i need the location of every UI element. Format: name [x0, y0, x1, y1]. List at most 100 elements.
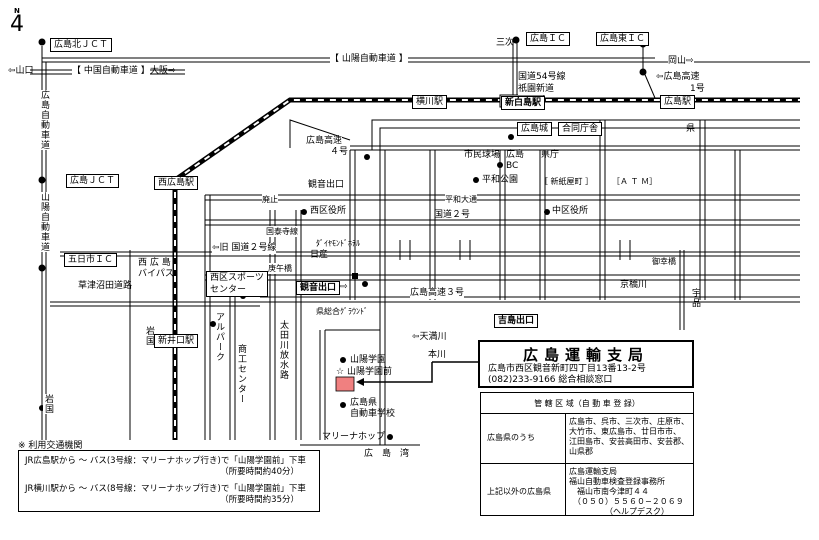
- kannon-exit-top-label: 観音出口: [308, 180, 345, 190]
- office-address: 広島市西区観音新町四丁目13番13-2号: [488, 364, 646, 374]
- to-yamaguchi-label: ⇦山口: [8, 66, 34, 76]
- hiroshima-bc2-label: BC: [506, 161, 519, 171]
- nishi-hiroshima-station-label: 西広島駅: [154, 176, 199, 190]
- chugoku-expressway-label: 【 中国自動車道 】: [72, 66, 150, 77]
- nishi-ku-sports-text: 西区スポーツ: [210, 273, 264, 283]
- jurisdiction-row2-label: 上記以外の広島県: [487, 487, 551, 496]
- hiroshima-castle-label: 広島城: [517, 122, 553, 136]
- jurisdiction-column-divider: [565, 413, 566, 515]
- route2-label: 国道２号: [434, 210, 471, 220]
- old-route2-text: 旧 国道２号線: [219, 243, 277, 253]
- godo-chosha-label: 合同庁舎: [558, 122, 603, 136]
- office-name: 広島運輸支局: [522, 346, 649, 364]
- kosoku1-label: ⇦広島高速: [656, 72, 700, 83]
- kencho-label: 県庁: [541, 150, 560, 160]
- okayama-label: 岡山: [668, 56, 687, 66]
- center-text: センター: [210, 285, 247, 295]
- hiroshima-ic-label: 広島ＩＣ: [526, 32, 571, 46]
- yoshijima-exit-label: 吉島出口: [494, 314, 539, 328]
- to-okayama-label: 岡山⇨: [668, 56, 694, 67]
- kyobashi-river-label: 京橋川: [620, 280, 648, 290]
- north-arrow-icon: 4: [10, 12, 24, 37]
- atm-label: ［Ａ Ｔ Ｍ］: [612, 177, 658, 186]
- office-pointer-arrow: [356, 378, 364, 386]
- kannon-exit-label: 観音出口: [296, 281, 341, 295]
- bypass-label-2: バイパス: [138, 269, 174, 279]
- transit-line1-time: （所要時間約40分）: [220, 467, 299, 477]
- koza-sen-label: 廃止: [262, 194, 278, 205]
- kosoku4-label: 広島高速: [306, 136, 343, 147]
- jurisdiction-header: 管 轄 区 域（自 動 車 登 録）: [534, 399, 640, 408]
- sanyo-gakuen-label: 山陽学園: [350, 355, 387, 365]
- hiroshima-kita-jct-label: 広島北ＪＣＴ: [50, 38, 113, 52]
- kosoku4-num-label: ４号: [330, 147, 349, 157]
- transit-line1: JR広島駅から ～ バス(3号線：マリーナホップ行き)で「山陽学園前」下車: [25, 456, 306, 466]
- shin-iguchi-station-label: 新井口駅: [154, 334, 199, 348]
- marina-hop-label: マリーナホップ: [322, 432, 386, 442]
- sanyo-gakuen-mae-label: ☆ 山陽学園前: [336, 367, 392, 377]
- iwakuni-label: 岩国: [144, 326, 154, 346]
- tenmagawa-text: 天満川: [419, 332, 447, 342]
- jurisdiction-divider-1: [481, 413, 693, 414]
- hiroshima-higashi-ic-label: 広島東ＩＣ: [596, 32, 650, 46]
- driving-school-label-1: 広島県: [350, 398, 378, 408]
- jr-line: [172, 97, 800, 440]
- hiroshima-bay-label: 広 島 湾: [364, 449, 410, 459]
- sanyo-expressway-vertical-label: 山陽自動車道: [39, 192, 49, 252]
- shinkamiya-label: ［ 新紙屋町 ］: [540, 177, 594, 186]
- gion-shindo-label: 祇園新道: [518, 84, 555, 95]
- nishi-ku-yakusho-label: 西区役所: [310, 206, 347, 216]
- office-marker: [335, 376, 355, 392]
- diamond-hotel-label: ﾀﾞｲﾔﾓﾝﾄﾞﾎﾃﾙ: [316, 239, 360, 248]
- jurisdiction-row2-value: 広島運輸支局 福山自動車検査登録事務所 福山市南今津町４４ （０５０）５５６０−…: [569, 467, 684, 516]
- old-route2-label: ⇦旧 国道２号線: [212, 243, 277, 254]
- yokogawa-station-label: 横川駅: [412, 95, 448, 109]
- itsukaichi-ic-label: 五日市ＩＣ: [64, 253, 118, 267]
- office-phone: (082)233-9166 総合相談窓口: [488, 375, 613, 385]
- route54-label: 国道54号線: [518, 72, 566, 83]
- chuo-dori-label: 庚午橋: [268, 263, 292, 274]
- diamond-hotel-marker: [352, 273, 358, 279]
- kusatsu-numata-label: 草津沼田道路: [78, 281, 133, 291]
- miyoshi-label: 三次: [496, 38, 515, 48]
- kosoku1-text: 広島高速: [663, 72, 700, 82]
- jurisdiction-divider-2: [481, 463, 693, 464]
- transit-line2-time: （所要時間約35分）: [220, 495, 299, 505]
- office-pointer-line: [362, 362, 433, 383]
- naka-ku-yakusho-label: 中区役所: [552, 206, 589, 216]
- jurisdiction-row1-label: 広島県のうち: [487, 433, 535, 442]
- tenmagawa-label: ⇦天満川: [412, 332, 447, 342]
- iwakuni2-label: 岩国: [43, 394, 53, 414]
- shimin-kyujo-label: 市民球場: [464, 150, 501, 160]
- heiwa-koen-label: 平和公園: [482, 175, 519, 185]
- sanyo-gakuen-mae-text: 山陽学園前: [346, 367, 392, 377]
- osaka-label: 大阪: [150, 66, 169, 76]
- yamaguchi-label: 山口: [15, 66, 34, 76]
- north-letter: N: [14, 7, 20, 15]
- transit-line2: JR横川駅から ～ バス(8号線：マリーナホップ行き)で「山陽学園前」下車: [25, 484, 306, 494]
- hiroshima-jct-label: 広島ＪＣＴ: [66, 174, 120, 188]
- rivers: [399, 240, 631, 260]
- driving-school-label-2: 自動車学校: [350, 409, 396, 419]
- miyuki-bridge-label: 御幸橋: [652, 257, 676, 266]
- kannon-exit-arrow-icon: ⇨: [340, 282, 348, 292]
- to-osaka-label: 大阪⇨: [150, 66, 176, 76]
- nissan-label: 日産: [310, 250, 329, 260]
- prefectural-ground-label: 県総合ｸﾞﾗｳﾝﾄﾞ: [316, 307, 368, 316]
- kokutai-label: 国泰寺線: [266, 226, 298, 237]
- pref-label: 県: [686, 124, 696, 134]
- jurisdiction-table: 管 轄 区 域（自 動 車 登 録） 広島県のうち 広島市、呉市、三次市、庄原市…: [480, 392, 694, 516]
- heiwa-odori-label: 平和大通: [445, 194, 477, 205]
- ujina-label: 宇品: [690, 288, 700, 308]
- ota-river-label: 太田川放水路: [278, 320, 288, 380]
- jurisdiction-row1-value: 広島市、呉市、三次市、庄原市、 大竹市、東広島市、廿日市市、 江田島市、安芸高田…: [569, 417, 689, 456]
- nishi-ku-sports-label: 西区スポーツセンター: [206, 271, 268, 297]
- sanyo-expressway-label: 【 山陽自動車道 】: [330, 54, 408, 65]
- shoko-center-label: 商工センター: [236, 344, 246, 404]
- hiroshima-expressway-label: 広島自動車道: [39, 90, 49, 150]
- transit-title: ※ 利用交通機関: [18, 441, 83, 451]
- bypass-label-1: 西 広 島: [138, 258, 171, 268]
- hiroshima-station-label: 広島駅: [660, 95, 696, 109]
- honkawa-label: 本川: [428, 350, 447, 360]
